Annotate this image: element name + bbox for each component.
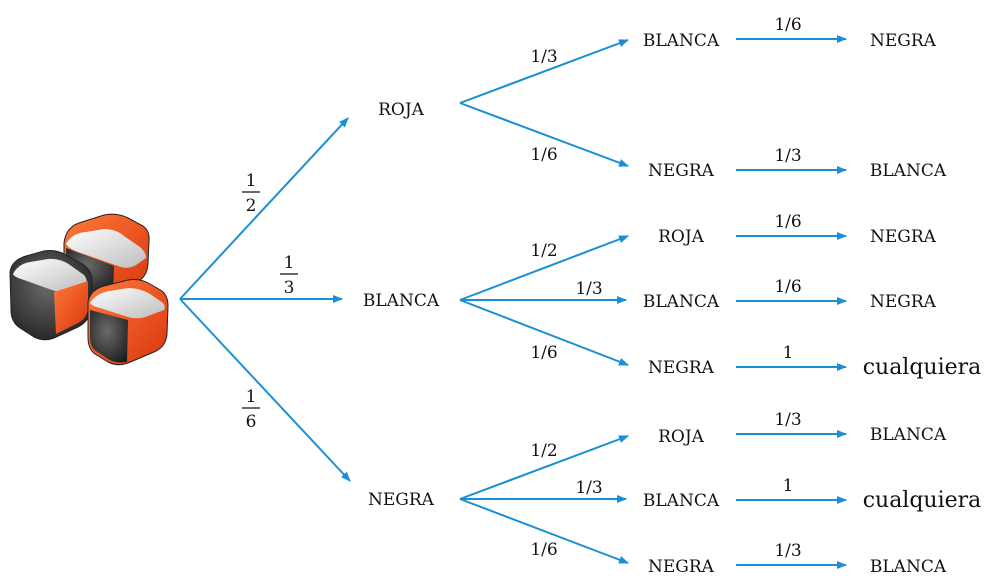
arrow-blanca-to-roja — [459, 235, 629, 301]
prob-l2-3: 1/2 — [530, 241, 557, 261]
arrow-negra-to-roja — [459, 435, 629, 500]
fraction-numerator: 1 — [246, 171, 257, 191]
prob-l3-8: 1/3 — [774, 541, 801, 561]
node-l3-3: NEGRA — [870, 227, 937, 247]
level1-probability-blanca: 1 3 — [280, 253, 298, 298]
fraction-numerator: 1 — [246, 387, 257, 407]
node-l1-negra: NEGRA — [368, 490, 435, 510]
fraction-denominator: 6 — [246, 412, 257, 432]
arrow-negra-to-negra — [459, 498, 629, 564]
prob-l3-1: 1/6 — [774, 15, 801, 35]
dice-cubes-icon — [9, 213, 169, 366]
node-l3-5: cualquiera — [863, 355, 982, 380]
prob-l3-2: 1/3 — [774, 146, 801, 166]
node-l3-8: BLANCA — [870, 557, 947, 576]
arrow-roja-to-negra — [459, 102, 629, 167]
cube-left — [9, 250, 93, 341]
prob-l3-5: 1 — [783, 343, 794, 363]
prob-l2-6: 1/2 — [530, 441, 557, 461]
arrow-to-roja — [179, 117, 349, 300]
fraction-denominator: 2 — [246, 196, 257, 216]
prob-l2-4: 1/3 — [575, 279, 602, 299]
node-l2-7: BLANCA — [643, 491, 720, 511]
node-l2-3: ROJA — [658, 227, 705, 247]
node-l2-8: NEGRA — [648, 557, 715, 576]
arrow-roja-to-blanca — [459, 39, 629, 104]
prob-l2-8: 1/6 — [530, 540, 557, 560]
level1-arrows — [179, 117, 351, 482]
node-l2-6: ROJA — [658, 427, 705, 447]
node-l2-5: NEGRA — [648, 358, 715, 378]
level3-arrows — [736, 35, 847, 569]
arrow-to-negra — [179, 298, 351, 482]
node-l2-4: BLANCA — [643, 292, 720, 312]
node-l2-2: NEGRA — [648, 161, 715, 181]
prob-l2-1: 1/3 — [530, 47, 557, 67]
level1-probability-roja: 1 2 — [242, 171, 260, 216]
level2-arrows — [459, 39, 629, 564]
prob-l3-7: 1 — [783, 476, 794, 496]
prob-l3-4: 1/6 — [774, 277, 801, 297]
prob-l3-3: 1/6 — [774, 212, 801, 232]
prob-l2-5: 1/6 — [530, 343, 557, 363]
fraction-numerator: 1 — [284, 253, 295, 273]
node-l1-blanca: BLANCA — [363, 291, 440, 311]
level1-probability-negra: 1 6 — [242, 387, 260, 432]
node-l3-6: BLANCA — [870, 425, 947, 445]
prob-l2-2: 1/6 — [530, 145, 557, 165]
node-l2-1: BLANCA — [643, 31, 720, 51]
fraction-denominator: 3 — [284, 278, 295, 298]
prob-l3-6: 1/3 — [774, 410, 801, 430]
node-l3-1: NEGRA — [870, 31, 937, 51]
node-l3-4: NEGRA — [870, 292, 937, 312]
arrow-blanca-to-negra — [459, 299, 629, 366]
cube-front — [87, 279, 169, 366]
prob-l2-7: 1/3 — [575, 478, 602, 498]
node-l3-2: BLANCA — [870, 161, 947, 181]
node-l3-7: cualquiera — [863, 488, 982, 513]
node-l1-roja: ROJA — [378, 100, 425, 120]
